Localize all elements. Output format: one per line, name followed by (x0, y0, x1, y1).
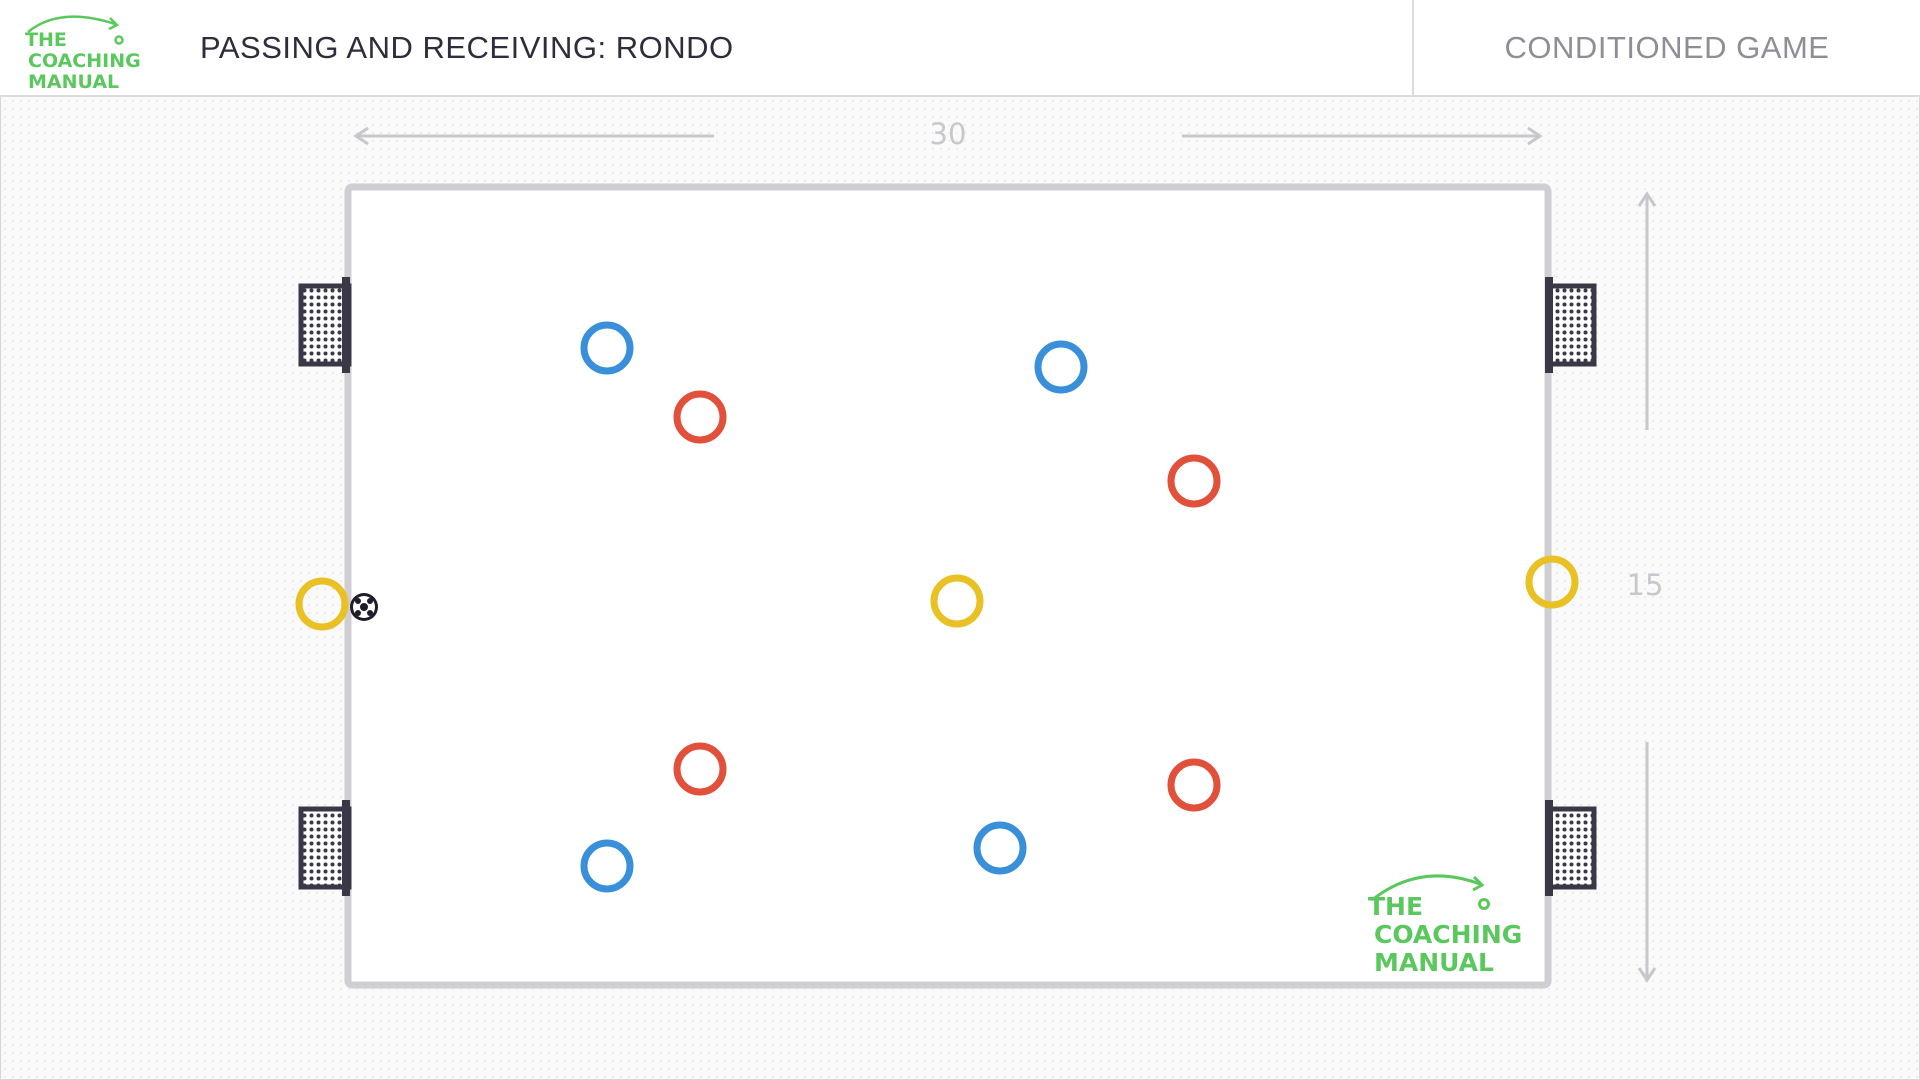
blue-player-3[interactable] (580, 839, 634, 893)
football-icon[interactable] (350, 593, 378, 621)
svg-text:THE: THE (1368, 892, 1423, 921)
svg-text:MANUAL: MANUAL (1374, 948, 1494, 977)
header-divider (1412, 0, 1414, 95)
svg-text:THE: THE (25, 29, 67, 51)
blue-player-1[interactable] (580, 321, 634, 375)
pitch-area (344, 183, 1552, 989)
svg-text:COACHING: COACHING (1374, 920, 1522, 949)
coaching-manual-logo: THE COACHING MANUAL (25, 15, 141, 90)
height-dimension-label: 15 (1626, 568, 1664, 602)
height-dimension-arrow (1637, 191, 1657, 983)
drill-type-label: CONDITIONED GAME (1504, 30, 1830, 65)
width-dimension-label: 30 (929, 117, 967, 151)
svg-text:MANUAL: MANUAL (28, 71, 119, 90)
svg-text:COACHING: COACHING (28, 50, 141, 72)
red-player-2[interactable] (1167, 454, 1221, 508)
red-player-4[interactable] (1167, 758, 1221, 812)
goal-bottom-right (1545, 800, 1597, 896)
yellow-player-center[interactable] (930, 574, 984, 628)
goal-top-left (298, 277, 352, 373)
red-player-3[interactable] (673, 742, 727, 796)
yellow-player-right[interactable] (1525, 555, 1579, 609)
goal-bottom-left (298, 800, 352, 896)
yellow-player-left[interactable] (295, 577, 349, 631)
coaching-manual-watermark: THE COACHING MANUAL (1368, 874, 1522, 977)
width-dimension-arrow (353, 126, 1543, 146)
goal-top-right (1545, 277, 1597, 373)
blue-player-2[interactable] (1034, 340, 1088, 394)
red-player-1[interactable] (673, 390, 727, 444)
header-bar: THE COACHING MANUAL PASSING AND RECEIVIN… (0, 0, 1920, 97)
blue-player-4[interactable] (973, 821, 1027, 875)
drill-title: PASSING AND RECEIVING: RONDO (200, 30, 734, 65)
